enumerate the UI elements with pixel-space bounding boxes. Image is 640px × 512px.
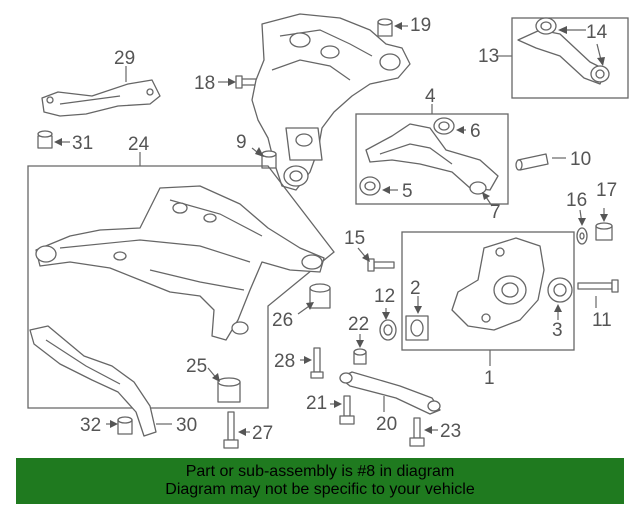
part-28-bolt[interactable] <box>310 347 324 379</box>
callout-24: 24 <box>128 134 150 155</box>
part-9-nut[interactable] <box>261 150 277 169</box>
callout-9: 9 <box>236 132 247 153</box>
callout-21: 21 <box>306 393 327 414</box>
callout-32: 32 <box>80 415 101 436</box>
part-19-nut[interactable] <box>377 18 393 37</box>
callout-4: 4 <box>425 86 436 107</box>
part-21-bolt[interactable] <box>339 395 355 425</box>
part-27-bolt[interactable] <box>223 411 239 449</box>
upper-mount-assembly <box>251 13 411 191</box>
callout-27: 27 <box>252 423 273 444</box>
callout-16: 16 <box>566 190 587 211</box>
part-32-nut[interactable] <box>117 416 133 435</box>
callout-22: 22 <box>348 314 369 335</box>
part-2-bushing[interactable] <box>405 315 429 341</box>
detail-frame-24 <box>27 165 335 409</box>
callout-26: 26 <box>272 310 293 331</box>
part-10-sleeve[interactable] <box>515 153 549 171</box>
banner-line-part-info: Part or sub-assembly is #8 in diagram <box>185 463 455 480</box>
part-18-bolt[interactable] <box>235 75 263 89</box>
part-20-link[interactable] <box>339 371 441 415</box>
banner-line-disclaimer: Diagram may not be specific to your vehi… <box>165 481 475 498</box>
part-15-bolt[interactable] <box>367 258 395 272</box>
callout-1: 1 <box>484 368 495 389</box>
part-25-bushing[interactable] <box>217 377 241 403</box>
callout-18: 18 <box>194 73 215 94</box>
callout-3: 3 <box>552 320 563 341</box>
part-29-bracket[interactable] <box>41 79 161 117</box>
callout-7: 7 <box>490 202 501 223</box>
detail-box-1 <box>401 231 575 351</box>
part-16-washer[interactable] <box>576 227 588 245</box>
callout-14: 14 <box>586 22 608 43</box>
callout-13: 13 <box>478 46 499 67</box>
detail-box-13 <box>511 17 629 99</box>
callout-11: 11 <box>592 310 612 331</box>
part-26-bushing[interactable] <box>309 283 331 309</box>
part-22-nut[interactable] <box>353 348 367 365</box>
part-12-bushing[interactable] <box>379 319 397 341</box>
part-4-control-arm[interactable] <box>365 123 499 191</box>
callout-28: 28 <box>274 351 295 372</box>
part-5-bushing[interactable] <box>359 176 381 196</box>
callout-17: 17 <box>596 180 617 201</box>
callout-19: 19 <box>410 15 431 36</box>
callout-20: 20 <box>376 414 397 435</box>
callout-31: 31 <box>72 133 93 154</box>
part-3-bushing[interactable] <box>547 277 573 303</box>
part-24-subframe[interactable] <box>35 185 325 341</box>
part-7-bushing[interactable] <box>469 181 487 195</box>
part-6-bushing[interactable] <box>433 117 455 135</box>
callout-5: 5 <box>402 181 413 202</box>
callout-30: 30 <box>176 415 197 436</box>
callout-10: 10 <box>570 149 591 170</box>
callout-23: 23 <box>440 421 461 442</box>
part-1-knuckle[interactable] <box>451 237 545 331</box>
part-17-nut[interactable] <box>595 222 613 241</box>
part-14-bushing[interactable] <box>535 17 610 83</box>
parts-diagram: 29 31 18 8 19 <box>27 13 629 449</box>
callout-2: 2 <box>410 278 421 299</box>
part-30-bracket[interactable] <box>29 325 157 437</box>
part-31-nut[interactable] <box>37 130 53 149</box>
callout-6: 6 <box>470 121 481 142</box>
part-23-bolt[interactable] <box>409 417 425 447</box>
callout-25: 25 <box>186 356 207 377</box>
callout-15: 15 <box>344 228 365 249</box>
info-banner: Part or sub-assembly is #8 in diagram Di… <box>16 458 624 504</box>
part-11-bolt[interactable] <box>577 279 619 293</box>
callout-12: 12 <box>374 286 395 307</box>
callout-29: 29 <box>114 48 135 69</box>
